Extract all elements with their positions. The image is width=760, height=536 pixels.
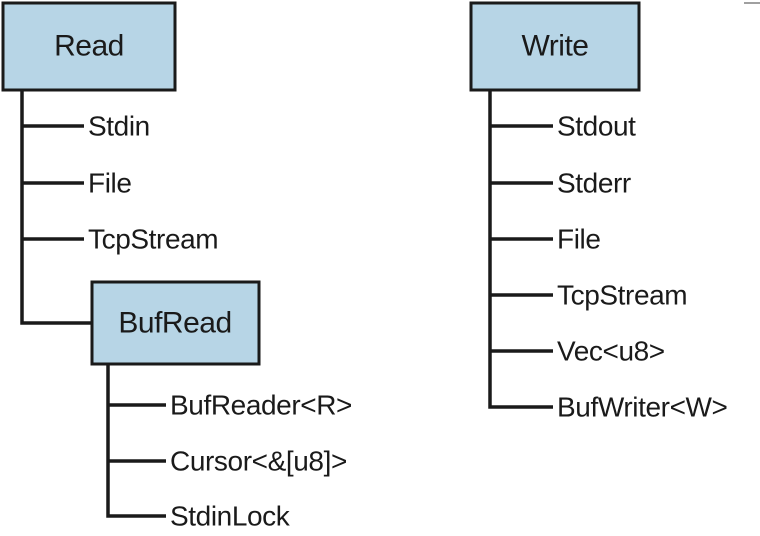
read-trait-box [1, 1, 177, 92]
bufread-item-bufreader: BufReader<R> [170, 390, 352, 421]
read-tree: Read Stdin File TcpStream [1, 1, 219, 325]
bufread-item-cursor: Cursor<&[u8]> [170, 446, 347, 477]
bufread-tree: BufRead BufReader<R> Cursor<&[u8]> Stdin… [90, 280, 352, 532]
write-item-stdout: Stdout [557, 111, 636, 142]
read-trait-title: Read [54, 30, 124, 63]
write-item-file: File [557, 224, 601, 255]
bufread-trait-title: BufRead [118, 307, 231, 340]
bufread-trunk-line [106, 364, 166, 518]
write-item-vec: Vec<u8> [557, 336, 665, 367]
write-item-bufwriter: BufWriter<W> [557, 392, 728, 423]
read-item-stdin: Stdin [88, 111, 150, 142]
write-trait-title: Write [522, 30, 589, 63]
write-trait-box [469, 1, 641, 92]
bufread-trait-box [90, 280, 261, 366]
read-item-file: File [88, 168, 132, 199]
read-trunk-line [20, 90, 92, 325]
write-item-stderr: Stderr [557, 168, 631, 199]
bufread-item-stdinlock: StdinLock [170, 501, 291, 532]
write-tree: Write Stdout Stderr File TcpStream Vec<u… [469, 1, 728, 423]
write-item-tcpstream: TcpStream [557, 280, 687, 311]
read-item-tcpstream: TcpStream [88, 224, 218, 255]
write-trunk-line [488, 90, 553, 409]
